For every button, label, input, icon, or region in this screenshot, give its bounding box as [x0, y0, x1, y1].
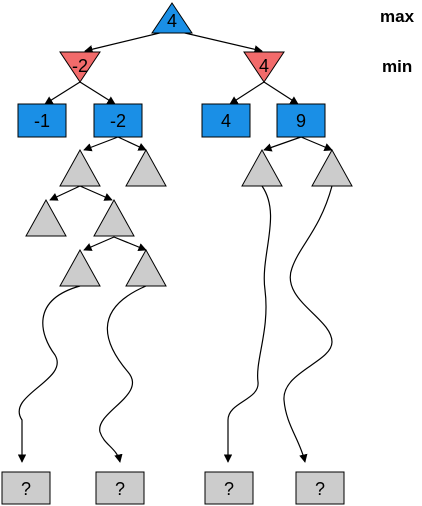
- unknown-1-value: ?: [21, 479, 31, 499]
- leaf-b-value: -2: [110, 111, 126, 131]
- wavy-path-3: [223, 185, 272, 463]
- leaf-b-rect: [93, 103, 143, 138]
- leaf-box-a: -1: [17, 103, 67, 138]
- edge-tri1-tri5: [49, 185, 81, 201]
- unexplored-triangle-1: [59, 148, 101, 187]
- wavy-path-1: [17, 285, 81, 463]
- edge-leafb-tri2: [117, 136, 147, 151]
- edge-minleft-leafb: [79, 81, 116, 105]
- unknown-3-rect: [204, 471, 254, 505]
- unknown-2-rect: [95, 471, 145, 505]
- unknown-4-rect: [295, 471, 345, 505]
- edge-tri6-tri7: [83, 236, 115, 251]
- unexplored-triangle-8: [125, 248, 167, 287]
- edge-minright-leafd: [263, 81, 299, 105]
- root-max-node: 4: [151, 2, 193, 34]
- unexplored-triangle-3: [241, 148, 283, 187]
- edge-leafd-tri3: [263, 136, 302, 152]
- unexplored-triangles: [25, 148, 353, 287]
- max-level-label: max: [380, 7, 415, 26]
- root-triangle: [151, 2, 193, 34]
- leaf-c-value: 4: [221, 111, 231, 131]
- leaf-c-rect: [201, 103, 251, 138]
- leaf-d-rect: [276, 103, 326, 138]
- unexplored-triangle-7: [59, 248, 101, 287]
- leaf-box-d: 9: [276, 103, 326, 138]
- leaf-box-b: -2: [93, 103, 143, 138]
- unknown-box-2: ?: [95, 471, 145, 505]
- unknown-box-1: ?: [1, 471, 51, 505]
- unknown-4-value: ?: [315, 479, 325, 499]
- min-level-label: min: [382, 57, 412, 76]
- leaf-a-rect: [17, 103, 67, 138]
- edge-minleft-leafa: [44, 81, 81, 105]
- edge-leafb-tri1: [83, 136, 119, 152]
- min-node-left: -2: [59, 51, 101, 83]
- unexplored-triangle-4: [311, 148, 353, 187]
- min-right-value: 4: [259, 56, 269, 76]
- unknown-box-4: ?: [295, 471, 345, 505]
- tree-edges: [17, 29, 333, 463]
- leaf-a-value: -1: [34, 111, 50, 131]
- unexplored-triangle-2: [125, 148, 167, 187]
- edge-tri1-tri6: [79, 185, 113, 201]
- edge-tri6-tri8: [113, 236, 147, 252]
- wavy-path-2: [99, 285, 147, 463]
- leaf-box-c: 4: [201, 103, 251, 138]
- unknown-3-value: ?: [224, 479, 234, 499]
- unexplored-triangle-5: [25, 198, 67, 237]
- unknown-1-rect: [1, 471, 51, 505]
- unexplored-triangle-6: [93, 198, 135, 237]
- root-value: 4: [167, 11, 177, 31]
- min-right-triangle: [243, 51, 285, 83]
- min-node-right: 4: [243, 51, 285, 83]
- min-left-value: -2: [72, 56, 88, 76]
- edge-minright-leafc: [229, 81, 265, 105]
- wavy-path-4: [283, 185, 333, 463]
- leaf-d-value: 9: [296, 111, 306, 131]
- edge-leafd-tri4: [300, 136, 333, 151]
- unknown-2-value: ?: [115, 479, 125, 499]
- unknown-box-3: ?: [204, 471, 254, 505]
- min-left-triangle: [59, 51, 101, 83]
